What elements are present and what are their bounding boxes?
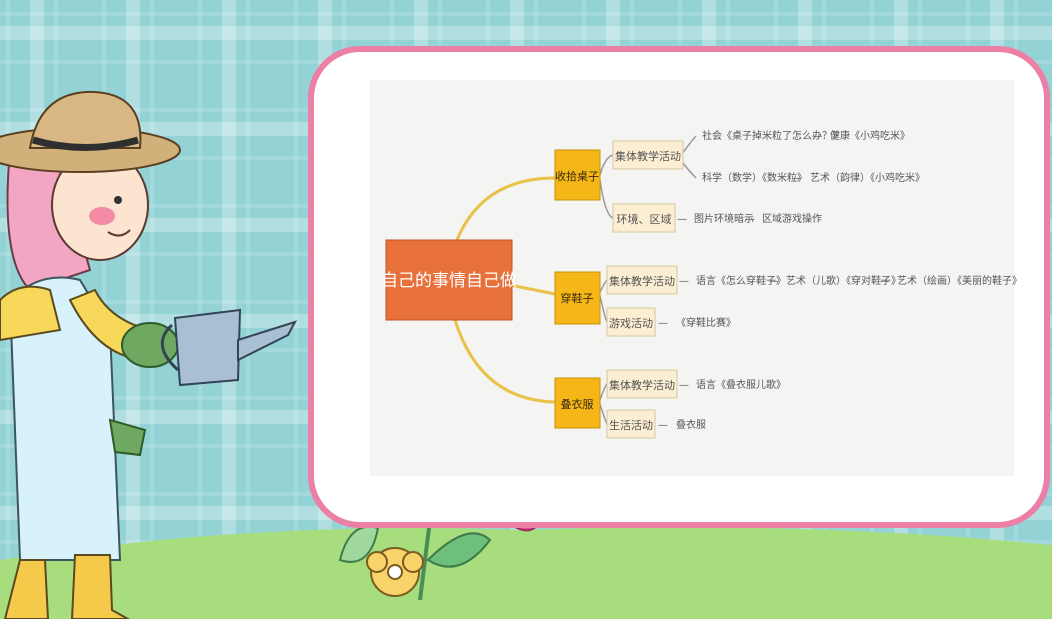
leaf-dash: — (769, 276, 779, 287)
leaf-label: 艺术（韵律）《小鸡吃米》 (810, 171, 925, 184)
root-node (385, 239, 513, 321)
leaf-dash: — (812, 131, 822, 142)
sub-label: 集体教学活动 (615, 149, 681, 163)
sub-node-3-1 (606, 369, 678, 399)
leaf-dash: — (658, 318, 668, 329)
branch-label-1: 收拾桌子 (555, 169, 599, 183)
branch-label-3: 叠衣服 (561, 397, 594, 411)
mindmap-connectors (453, 176, 556, 404)
branch-node-1 (554, 149, 601, 201)
leaf-dash: — (677, 214, 687, 225)
branch-node-3 (554, 377, 601, 429)
leaf-label: 语言《叠衣服儿歌》 (696, 378, 786, 391)
leaf-label: 健康《小鸡吃米》 (830, 129, 910, 142)
branch-label-2: 穿鞋子 (561, 291, 594, 305)
leaf-label: 叠衣服 (676, 418, 706, 431)
sub-label: 集体教学活动 (609, 378, 675, 392)
branch-node-2 (554, 271, 601, 325)
watering-can-icon (161, 308, 298, 387)
leaf-label: 艺术（绘画）《美丽的鞋子》 (897, 274, 1022, 287)
sub-node-2-1 (606, 265, 678, 295)
straw-hat-icon (0, 90, 181, 173)
root-label: 自己的事情自己做 (381, 271, 517, 291)
leaf-dash: — (658, 420, 668, 431)
sub-node-1-2 (612, 203, 676, 233)
sub-node-1-1 (612, 140, 684, 170)
leaf-dash: — (679, 276, 689, 287)
sub-label: 生活活动 (609, 418, 653, 432)
leaf-dash: — (745, 214, 755, 225)
leaf-dash: — (679, 380, 689, 391)
leaf-dash: — (880, 276, 890, 287)
leaf-label: 科学（数学）《数米粒》 (702, 171, 807, 184)
flower-icon (366, 547, 424, 597)
leaf-label: 图片环境暗示 (694, 212, 754, 225)
leaf-label: 语言《怎么穿鞋子》 (696, 274, 786, 287)
leaf-dash: — (792, 173, 802, 184)
leaf-label: 社会《桌子掉米粒了怎么办？》 (702, 129, 842, 142)
leaf-label: 艺术（儿歌）《穿对鞋子》 (786, 274, 901, 287)
sub-node-2-2 (606, 307, 656, 337)
leaf-label: 《穿鞋比赛》 (676, 316, 736, 329)
sub-label: 游戏活动 (609, 317, 653, 330)
sub-label: 环境、区域 (617, 212, 672, 226)
gardener-girl-illustration (0, 90, 298, 619)
sub-label: 集体教学活动 (609, 274, 675, 288)
leaf-label: 区域游戏操作 (762, 212, 822, 225)
sub-node-3-2 (606, 409, 656, 439)
